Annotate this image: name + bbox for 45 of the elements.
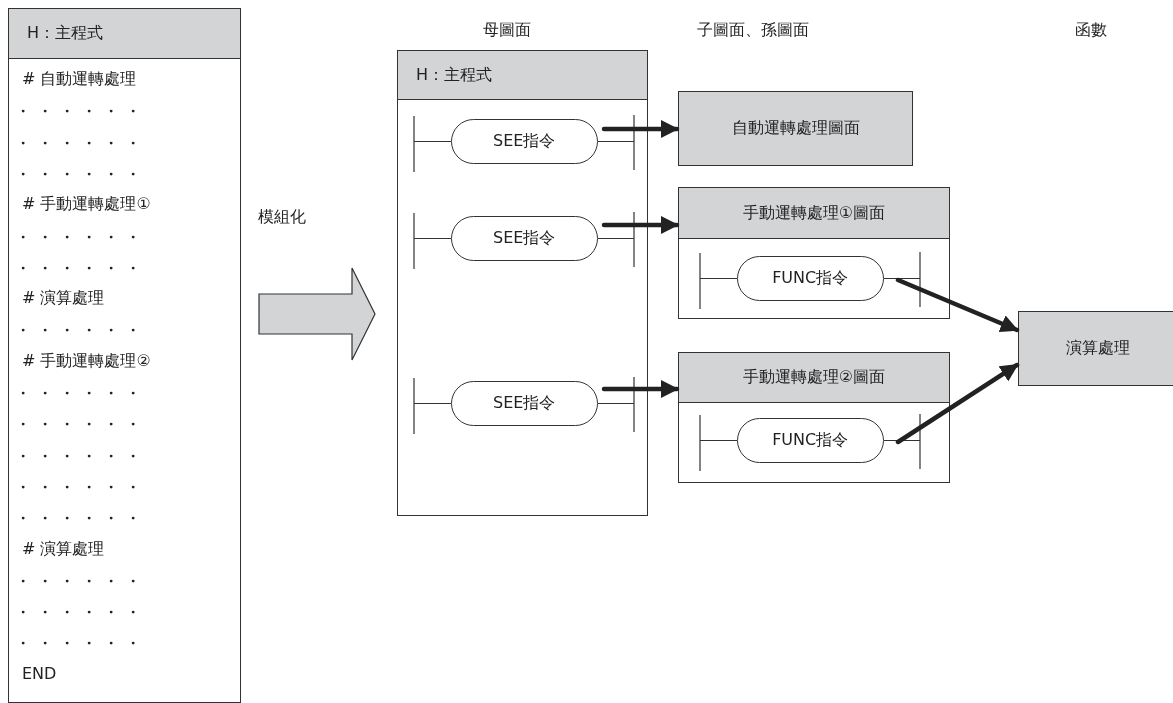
screen-box: 演算處理: [1018, 311, 1173, 386]
arrow: [601, 380, 680, 398]
ellipsis-dots: ・・・・・・: [16, 259, 148, 278]
ellipsis-dots: ・・・・・・: [16, 510, 148, 529]
screen-frame: [678, 352, 950, 483]
block-arrow: [258, 267, 376, 361]
ellipsis-dots: ・・・・・・: [16, 322, 148, 341]
header-bar: 手動運轉處理①圖面: [679, 188, 949, 239]
ellipsis-dots: ・・・・・・: [16, 165, 148, 184]
arrow: [601, 216, 680, 234]
ellipsis-dots: ・・・・・・: [16, 572, 148, 591]
header-bar: H：主程式: [398, 51, 647, 100]
code-line: # 自動運轉處理: [22, 69, 137, 90]
code-line: END: [22, 663, 57, 683]
arrow: [601, 120, 680, 138]
ellipsis-dots: ・・・・・・: [16, 385, 148, 403]
column-heading: 函數: [1075, 20, 1107, 41]
screen-frame: [397, 50, 648, 516]
instruction-box: SEE指令: [450, 380, 598, 426]
ellipsis-dots: ・・・・・・: [16, 134, 148, 153]
ellipsis-dots: ・・・・・・: [16, 228, 148, 247]
column-heading: 模組化: [258, 207, 306, 228]
instruction-box: FUNC指令: [736, 417, 884, 463]
header-bar: H：主程式: [9, 9, 240, 59]
ellipsis-dots: ・・・・・・: [16, 604, 148, 623]
code-line: # 演算處理: [22, 538, 105, 560]
code-line: # 手動運轉處理①: [22, 194, 151, 216]
screen-box: 自動運轉處理圖面: [678, 91, 913, 166]
column-heading: 母圖面: [483, 20, 531, 41]
arrow: [895, 277, 1020, 333]
ellipsis-dots: ・・・・・・: [16, 478, 148, 497]
instruction-box: FUNC指令: [736, 255, 884, 301]
ellipsis-dots: ・・・・・・: [16, 416, 148, 435]
code-line: # 手動運轉處理②: [22, 350, 151, 372]
arrow: [895, 362, 1020, 445]
instruction-box: SEE指令: [450, 118, 598, 164]
ellipsis-dots: ・・・・・・: [16, 447, 148, 466]
column-heading: 子圖面、孫圖面: [697, 20, 809, 41]
ellipsis-dots: ・・・・・・: [16, 103, 148, 122]
ellipsis-dots: ・・・・・・: [16, 635, 148, 654]
header-bar: 手動運轉處理②圖面: [679, 353, 949, 403]
code-line: # 演算處理: [22, 288, 105, 310]
program-listing-box: [8, 8, 241, 703]
screen-frame: [678, 187, 950, 319]
instruction-box: SEE指令: [450, 215, 598, 261]
